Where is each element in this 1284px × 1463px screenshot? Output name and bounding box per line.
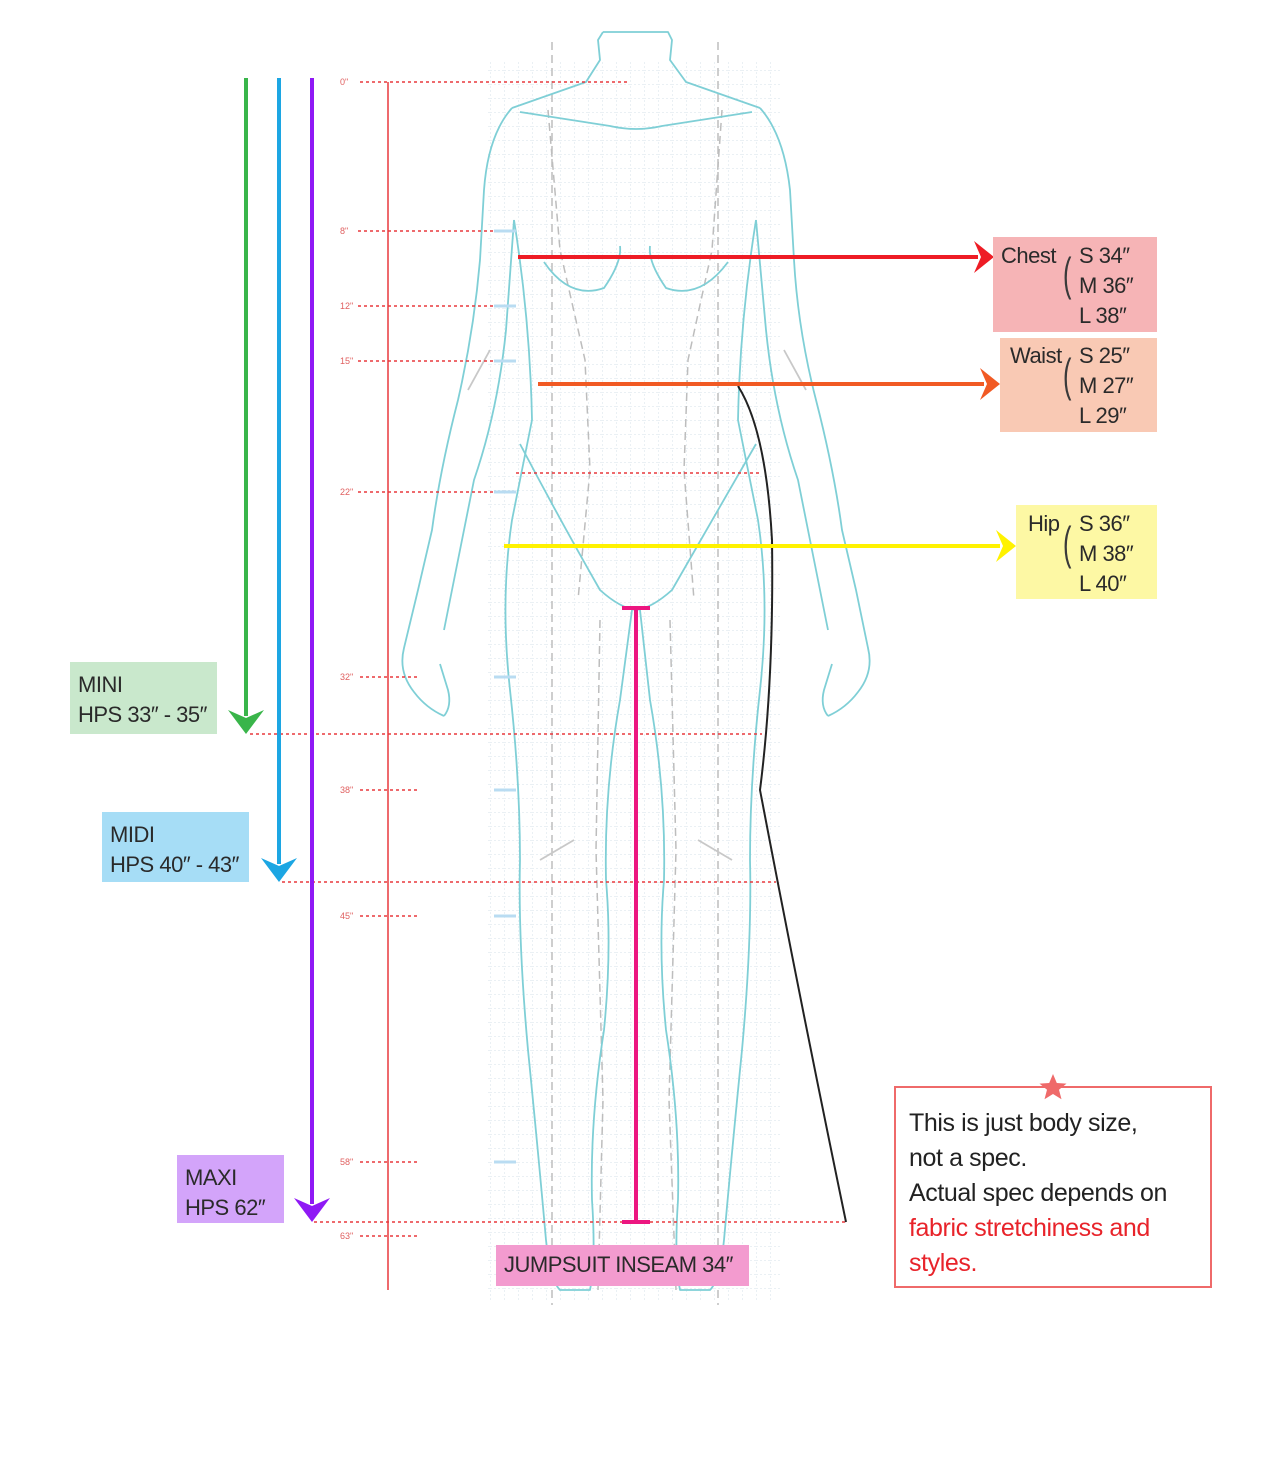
hip-arrow	[504, 530, 1016, 562]
maxi-value: HPS 62″	[185, 1195, 266, 1220]
tick-label: 58"	[340, 1157, 353, 1167]
size-medium: M 38″	[1079, 541, 1134, 566]
arrow-head-icon	[228, 710, 264, 734]
mini-arrow	[228, 78, 264, 734]
mini-name: MINI	[78, 672, 123, 697]
construction-lines	[547, 42, 723, 1305]
note-highlight: styles.	[909, 1249, 978, 1277]
midi-value: HPS 40″ - 43″	[110, 852, 239, 877]
figure-tick-marks	[494, 229, 516, 1164]
maxi-silhouette	[737, 385, 847, 1223]
note-line: not a spec.	[909, 1144, 1027, 1172]
midi-arrow	[261, 78, 297, 882]
inseam-box: JUMPSUIT INSEAM 34″	[496, 1245, 749, 1286]
arrow-head-icon	[261, 858, 297, 882]
arrow-head-icon	[294, 1198, 330, 1222]
size-medium: M 36″	[1079, 273, 1134, 298]
mini-length-box: MINI HPS 33″ - 35″	[70, 662, 217, 734]
arrow-head-icon	[996, 530, 1016, 562]
hip-label: Hip	[1028, 511, 1060, 536]
disclaimer-note: This is just body size, not a spec. Actu…	[894, 1086, 1212, 1288]
star-icon	[1039, 1074, 1067, 1100]
hip-sizes: S 36″ M 38″ L 40″	[1079, 509, 1134, 599]
chest-size-box: Chest ( S 34″ M 36″ L 38″	[993, 237, 1157, 332]
chest-label: Chest	[1001, 243, 1056, 268]
tick-label: 8"	[340, 226, 348, 236]
length-guides	[250, 472, 848, 1223]
maxi-arrow	[294, 78, 330, 1222]
midi-length-box: MIDI HPS 40″ - 43″	[102, 812, 249, 882]
inseam-label: JUMPSUIT INSEAM 34″	[504, 1252, 733, 1277]
ruler-tick-labels: 0" 8" 12" 15" 22" 32" 38" 45" 58" 63"	[340, 77, 353, 1241]
size-small: S 36″	[1079, 511, 1130, 536]
chest-sizes: S 34″ M 36″ L 38″	[1079, 241, 1134, 331]
tick-label: 63"	[340, 1231, 353, 1241]
tick-label: 22"	[340, 487, 353, 497]
inseam-marker	[622, 606, 650, 1224]
hip-size-box: Hip ( S 36″ M 38″ L 40″	[1016, 505, 1157, 599]
arrow-head-icon	[974, 241, 994, 273]
note-highlight: fabric stretchiness and	[909, 1214, 1150, 1242]
maxi-name: MAXI	[185, 1165, 237, 1190]
size-large: L 38″	[1079, 303, 1127, 328]
maxi-length-box: MAXI HPS 62″	[177, 1155, 284, 1223]
waist-sizes: S 25″ M 27″ L 29″	[1079, 341, 1134, 431]
midi-name: MIDI	[110, 822, 155, 847]
size-large: L 29″	[1079, 403, 1127, 428]
tick-label: 0"	[340, 77, 348, 87]
tick-label: 32"	[340, 672, 353, 682]
waist-label: Waist	[1010, 343, 1062, 368]
mini-value: HPS 33″ - 35″	[78, 702, 207, 727]
size-large: L 40″	[1079, 571, 1127, 596]
size-small: S 25″	[1079, 343, 1130, 368]
body-figure	[401, 31, 871, 1291]
brace: (	[1063, 517, 1072, 569]
tick-label: 38"	[340, 785, 353, 795]
chest-arrow	[518, 241, 994, 273]
arrow-head-icon	[980, 368, 1000, 400]
tick-label: 45"	[340, 911, 353, 921]
size-small: S 34″	[1079, 243, 1130, 268]
note-line: This is just body size,	[909, 1109, 1138, 1137]
brace: (	[1063, 349, 1072, 401]
note-line: Actual spec depends on	[909, 1179, 1168, 1207]
ruler-ticks	[358, 81, 628, 1237]
tick-label: 15"	[340, 356, 353, 366]
waist-size-box: Waist ( S 25″ M 27″ L 29″	[1000, 338, 1157, 432]
tick-label: 12"	[340, 301, 353, 311]
size-medium: M 27″	[1079, 373, 1134, 398]
brace: (	[1063, 248, 1072, 300]
waist-arrow	[538, 368, 1000, 400]
